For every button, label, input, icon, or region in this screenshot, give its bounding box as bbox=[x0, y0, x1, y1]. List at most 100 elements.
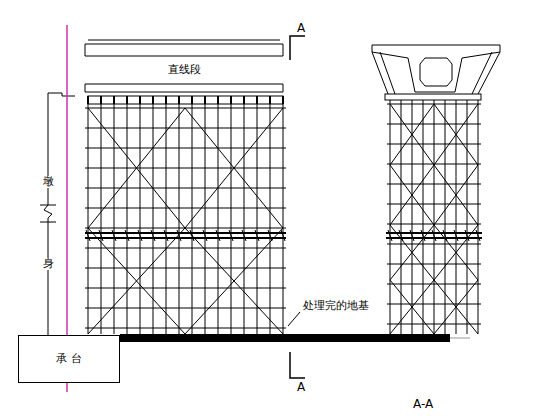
scaffold-tube bbox=[434, 104, 478, 165]
scaffold-tube bbox=[203, 230, 207, 241]
scaffold-tube bbox=[269, 96, 271, 104]
scaffold-tube bbox=[85, 308, 286, 309]
scaffold-tube bbox=[423, 100, 424, 334]
scaffold-tube bbox=[112, 230, 116, 241]
scaffold-tube bbox=[85, 328, 286, 329]
scaffold-tube bbox=[185, 108, 283, 228]
scaffold-tube bbox=[387, 324, 481, 325]
scaffold-tube bbox=[127, 104, 128, 334]
scaffold-tube bbox=[270, 104, 271, 334]
scaffold-tube bbox=[88, 108, 185, 228]
pier-label: 身 bbox=[42, 258, 55, 270]
scaffold-tube bbox=[387, 184, 481, 185]
scaffold-tube bbox=[126, 96, 128, 104]
scaffold-tube bbox=[88, 104, 89, 334]
scaffold-tube bbox=[387, 204, 481, 205]
scaffold-tube bbox=[443, 230, 447, 241]
scaffold-tube bbox=[282, 96, 284, 104]
scaffold-tube bbox=[218, 104, 219, 334]
scaffold-tube bbox=[85, 128, 286, 129]
scaffold-tube bbox=[268, 230, 272, 241]
scaffold-tube bbox=[390, 280, 434, 334]
scaffold-tube bbox=[113, 96, 115, 104]
scaffold-tube bbox=[85, 248, 286, 249]
scaffold-tube bbox=[140, 104, 141, 334]
scaffold-tube bbox=[387, 264, 481, 265]
scaffold-tube bbox=[390, 104, 434, 165]
scaffold-tube bbox=[434, 165, 478, 225]
scaffold-tube bbox=[229, 230, 233, 241]
scaffold-tube bbox=[476, 230, 480, 241]
scaffold-tube bbox=[390, 165, 434, 225]
scaffold-tube bbox=[387, 284, 481, 285]
scaffold-tube bbox=[434, 280, 478, 334]
scaffold-tube bbox=[165, 96, 167, 104]
scaffold-tube bbox=[390, 280, 434, 334]
scaffold-tube bbox=[138, 230, 142, 241]
scaffold-tube bbox=[185, 228, 283, 334]
scaffold-tube bbox=[255, 230, 259, 241]
scaffold-tube bbox=[281, 230, 285, 241]
section-mark: A bbox=[296, 22, 306, 35]
scaffold-tube bbox=[387, 124, 481, 125]
node-label: 直线段 bbox=[168, 64, 201, 76]
scaffold-tube bbox=[399, 230, 403, 241]
scaffold-tube bbox=[185, 228, 283, 334]
scaffold-tube bbox=[178, 96, 180, 104]
scaffold-tube bbox=[387, 144, 481, 145]
scaffold-tube bbox=[231, 104, 232, 334]
scaffold-tube bbox=[85, 268, 286, 269]
scaffold-tube bbox=[152, 96, 154, 104]
scaffold-tube bbox=[387, 244, 481, 245]
scaffold-tube bbox=[434, 104, 478, 165]
scaffold-tube bbox=[388, 230, 392, 241]
scaffold-tube bbox=[85, 208, 286, 209]
scaffold-tube bbox=[243, 96, 245, 104]
scaffold-tube bbox=[88, 108, 185, 228]
scaffold-tube bbox=[204, 96, 206, 104]
scaffold-tube bbox=[387, 304, 481, 305]
scaffold-tube bbox=[139, 96, 141, 104]
scaffold-tube bbox=[390, 104, 434, 165]
scaffold-tube bbox=[205, 104, 206, 334]
scaffold-tube bbox=[87, 96, 89, 104]
scaffold-tube bbox=[88, 228, 185, 334]
scaffold-tube bbox=[467, 100, 468, 334]
section-mark: A bbox=[296, 381, 306, 394]
scaffold-tube bbox=[283, 104, 284, 334]
scaffold-tube bbox=[166, 104, 167, 334]
scaffold-tube bbox=[244, 104, 245, 334]
pier-label: 墩 bbox=[42, 176, 55, 188]
scaffold-tube bbox=[88, 228, 185, 334]
ground-note: 处理完的地基 bbox=[302, 300, 370, 312]
scaffold-tube bbox=[85, 188, 286, 189]
scaffold-tube bbox=[434, 280, 478, 334]
pile-cap-box: 承 台 bbox=[18, 335, 120, 383]
scaffold-tube bbox=[191, 96, 193, 104]
scaffold-tube bbox=[99, 230, 103, 241]
scaffold-tube bbox=[242, 230, 246, 241]
scaffold-tube bbox=[434, 165, 478, 225]
scaffold-tube bbox=[478, 100, 479, 334]
scaffold-tube bbox=[465, 230, 469, 241]
scaffold-tube bbox=[217, 96, 219, 104]
scaffold-tube bbox=[100, 96, 102, 104]
scaffold-tube bbox=[401, 100, 402, 334]
scaffold-tube bbox=[86, 230, 90, 241]
node-label: 承 台 bbox=[56, 353, 82, 365]
scaffold-tube bbox=[257, 104, 258, 334]
scaffold-tube bbox=[421, 230, 425, 241]
scaffold-tube bbox=[125, 230, 129, 241]
scaffold-tube bbox=[190, 230, 194, 241]
scaffold-tube bbox=[390, 165, 434, 225]
scaffold-tube bbox=[177, 230, 181, 241]
scaffold-tube bbox=[410, 230, 414, 241]
scaffold-tube bbox=[434, 100, 435, 334]
girder-segment: 直线段 bbox=[85, 57, 283, 83]
scaffold-tube bbox=[85, 288, 286, 289]
scaffold-tube bbox=[164, 230, 168, 241]
scaffold-tube bbox=[101, 104, 102, 334]
scaffold-tube bbox=[256, 96, 258, 104]
scaffold-tube bbox=[445, 100, 446, 334]
